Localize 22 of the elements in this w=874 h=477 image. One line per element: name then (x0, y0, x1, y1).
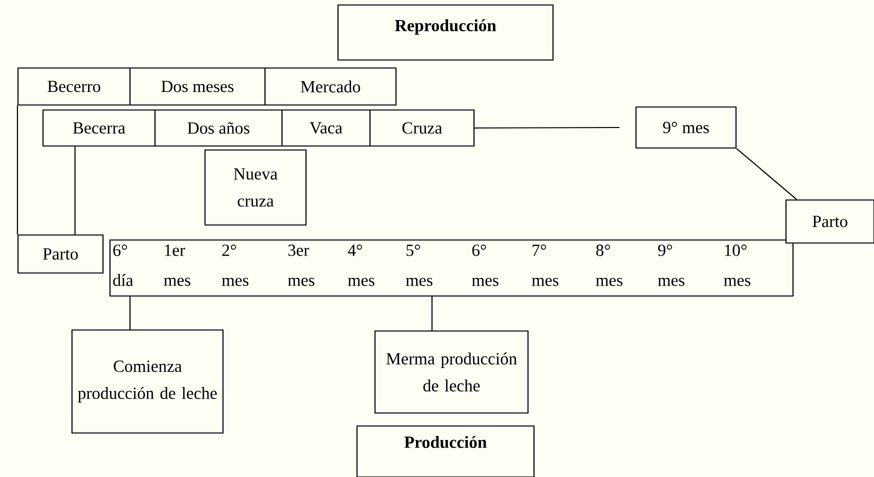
stage-box: Dos meses (129, 67, 266, 106)
timeline-box: 6° día 1er mes 2° mes 3er mes 4° mes 5° mes 6° mes 7° mes 8° mes 9° mes 10° mes (109, 239, 794, 297)
stage-box: Nueva cruza (204, 149, 307, 226)
stage-box: Vaca (281, 109, 371, 147)
title-box: Producción (356, 425, 535, 477)
stage-box: Merma producción de leche (374, 330, 529, 414)
connector-line (736, 148, 797, 200)
stage-box: Dos años (154, 109, 283, 147)
connector-line (74, 146, 76, 234)
title-box: Reproducción (337, 4, 554, 61)
stage-box: Parto (17, 234, 104, 274)
stage-box: 9° mes (635, 106, 737, 149)
connector-line (474, 126, 620, 129)
connector-line (129, 296, 131, 330)
connector-line (431, 296, 433, 330)
connector-line (16, 106, 18, 234)
stage-box: Becerro (17, 67, 131, 106)
stage-box: Becerra (42, 109, 156, 147)
stage-box: Comienza producción de leche (71, 329, 224, 434)
stage-box: Mercado (264, 67, 397, 106)
stage-box: Parto (785, 199, 874, 244)
stage-box: Cruza (369, 109, 475, 147)
